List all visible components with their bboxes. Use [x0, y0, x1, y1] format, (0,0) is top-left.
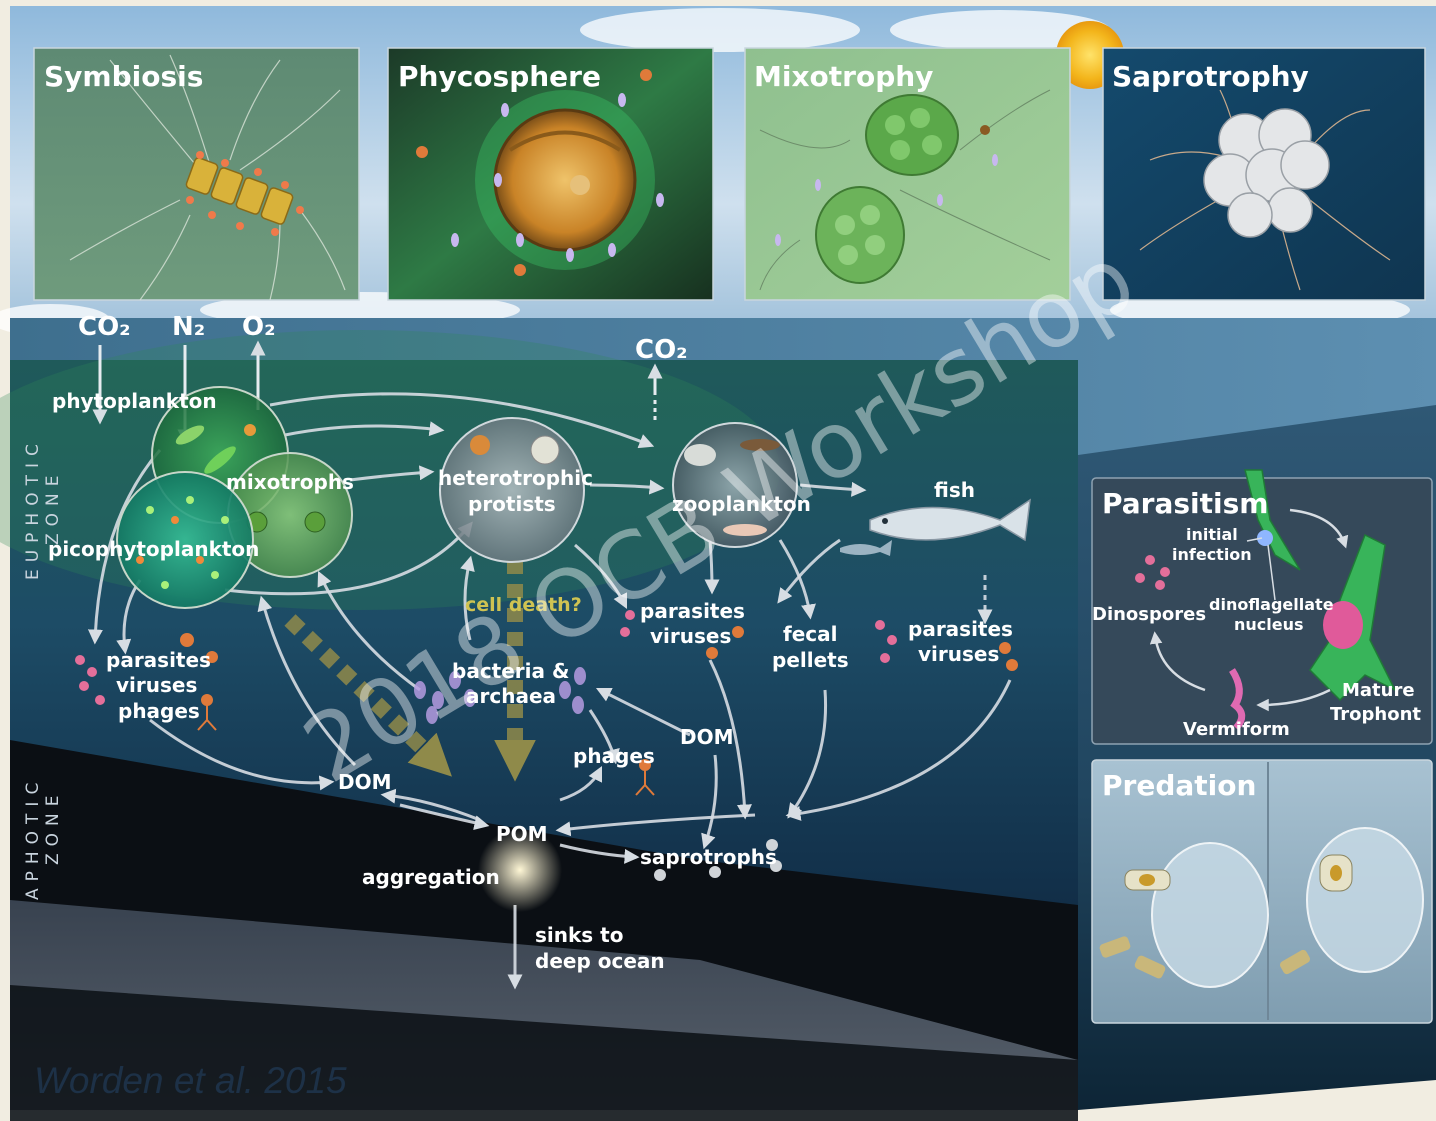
- aphotic-zone-label: ZONE: [43, 789, 63, 866]
- mixotrophy-title: Mixotrophy: [754, 60, 933, 93]
- symbiosis-panel: Symbiosis: [34, 48, 359, 300]
- phytoplankton-label: phytoplankton: [52, 389, 217, 413]
- trophont-label: Trophont: [1330, 704, 1421, 725]
- saprotrophy-panel: Saprotrophy: [1103, 48, 1425, 300]
- saprotrophy-title: Saprotrophy: [1112, 60, 1309, 93]
- co2-label-right: CO₂: [635, 335, 688, 365]
- phages-left-label: phages: [118, 699, 200, 723]
- pellets-label: pellets: [772, 648, 849, 672]
- co2-label-left: CO₂: [78, 312, 131, 342]
- pom-label: POM: [496, 822, 548, 846]
- mixotrophy-panel: Mixotrophy: [745, 48, 1070, 300]
- phycosphere-title: Phycosphere: [398, 60, 601, 93]
- o2-label: O₂: [242, 312, 276, 342]
- parasites-left-label: parasites: [106, 648, 211, 672]
- vermiform-label: Vermiform: [1183, 719, 1290, 740]
- infection-label: infection: [1172, 545, 1252, 564]
- citation: Worden et al. 2015: [34, 1060, 347, 1102]
- picophytoplankton-label: picophytoplankton: [48, 537, 259, 561]
- parasitism-title: Parasitism: [1102, 487, 1268, 520]
- mature-label: Mature: [1342, 680, 1415, 701]
- fecal-label: fecal: [783, 622, 837, 646]
- initial-label: initial: [1186, 525, 1238, 544]
- aggregation-label: aggregation: [362, 865, 500, 889]
- euphotic-label: EUPHOTIC: [23, 437, 43, 580]
- sinks-label: sinks to: [535, 923, 623, 947]
- heterotrophic-label: heterotrophic: [438, 466, 593, 490]
- parasitism-panel: Parasitism initial infection Dinospores …: [1092, 470, 1432, 744]
- nucleus-label: nucleus: [1234, 615, 1304, 634]
- phages-mid-label: phages: [573, 744, 655, 768]
- dinoflagellate-label: dinoflagellate: [1209, 595, 1334, 614]
- viruses-left-label: viruses: [116, 673, 197, 697]
- deep-ocean-label: deep ocean: [535, 949, 665, 973]
- saprotrophs-label: saprotrophs: [640, 845, 777, 869]
- viruses-right-label: viruses: [918, 642, 999, 666]
- protists-label: protists: [468, 492, 556, 516]
- predation-panel: Predation: [1092, 760, 1432, 1023]
- n2-label: N₂: [172, 312, 205, 342]
- euphotic-zone-label: ZONE: [43, 469, 63, 546]
- mixotrophs-label: mixotrophs: [226, 470, 354, 494]
- viruses-mid-label: viruses: [650, 624, 731, 648]
- dom-mid-label: DOM: [680, 725, 734, 749]
- predation-title: Predation: [1102, 769, 1256, 802]
- aphotic-label: APHOTIC: [23, 776, 43, 900]
- dinospores-label: Dinospores: [1092, 604, 1206, 625]
- fish-label: fish: [934, 478, 975, 502]
- phycosphere-panel: Phycosphere: [388, 48, 713, 300]
- heterotrophic-protists-circle: [440, 418, 584, 562]
- parasites-right-label: parasites: [908, 617, 1013, 641]
- symbiosis-title: Symbiosis: [44, 60, 203, 93]
